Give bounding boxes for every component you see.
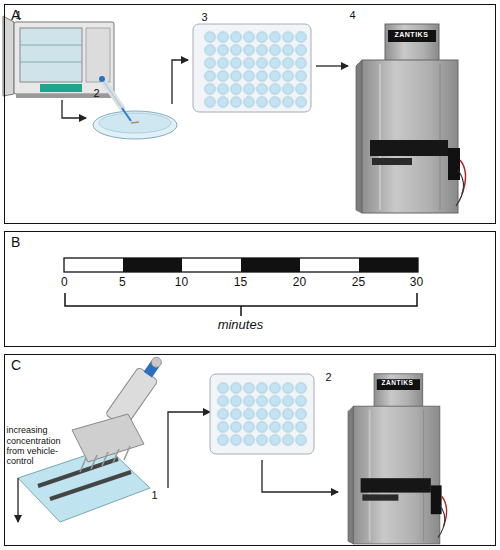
bracket <box>65 293 417 316</box>
multichannel-pipette <box>72 351 169 472</box>
axis-label: minutes <box>200 318 280 333</box>
time-tick: 25 <box>346 276 370 290</box>
panel: Cincreasing concentration from vehicle-c… <box>4 354 496 546</box>
time-tick: 30 <box>404 276 428 290</box>
flow-arrow <box>316 65 348 66</box>
panel-letter: B <box>11 235 20 250</box>
callout-number: 4 <box>349 9 363 22</box>
well-plate <box>193 24 311 112</box>
flow-arrow <box>168 412 210 488</box>
time-tick: 20 <box>287 276 311 290</box>
time-tick: 5 <box>110 276 134 290</box>
petri-dish <box>93 111 177 139</box>
flow-arrow <box>262 460 338 492</box>
flow-arrow <box>62 100 86 118</box>
incubator <box>3 16 114 98</box>
device-label: ZANTIKS <box>374 380 420 387</box>
callout-number: 1 <box>151 489 165 502</box>
panel: A1234ZANTIKS <box>4 4 496 224</box>
time-tick: 15 <box>228 276 252 290</box>
well-plate <box>210 374 314 454</box>
device-label: ZANTIKS <box>387 31 435 38</box>
callout-number: 2 <box>93 87 107 100</box>
panel-letter: C <box>11 358 21 373</box>
time-tick: 0 <box>52 276 76 290</box>
zantiks-device <box>356 24 466 213</box>
direction-arrow <box>17 478 18 522</box>
zantiks-device <box>348 374 447 544</box>
callout-number: 3 <box>201 11 215 24</box>
callout-number: 2 <box>325 371 339 384</box>
time-tick: 10 <box>169 276 193 290</box>
annotation: increasing concentration from vehicle-co… <box>6 425 70 466</box>
pipette <box>99 76 131 121</box>
light-dark-bar <box>64 258 418 272</box>
callout-number: 1 <box>15 9 29 22</box>
flow-arrow <box>172 60 188 104</box>
reservoir <box>18 448 150 522</box>
panel: B 0 5 10 15 20 25 30 minutes <box>4 231 496 347</box>
